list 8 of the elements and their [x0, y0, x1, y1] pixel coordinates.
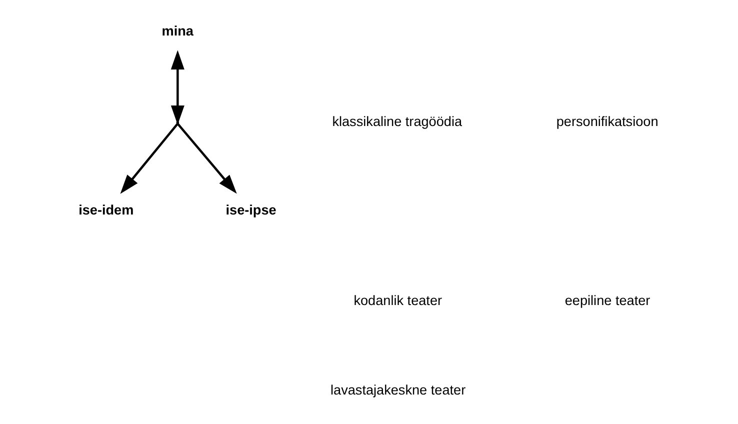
node-text: ise-ipse [226, 202, 276, 218]
label: klassikaline tragöödia [332, 114, 462, 130]
label: lavastajakeskne teater [330, 382, 466, 398]
label: kodanlik teater [354, 292, 442, 308]
node-text: ise-idem [78, 202, 134, 218]
node-text: mina [162, 23, 194, 38]
label: personifikatsioon [556, 114, 658, 130]
label: eepiline teater [564, 292, 650, 308]
